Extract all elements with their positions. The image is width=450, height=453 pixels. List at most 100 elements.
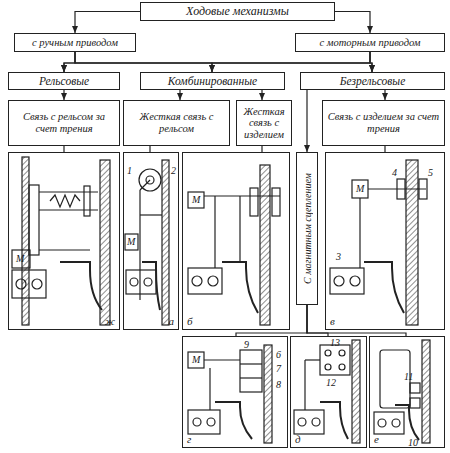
- illustration-panel: б: [182, 152, 290, 330]
- panel-letter: д: [295, 434, 301, 445]
- welding-torch: [222, 262, 258, 313]
- connector-arrow: [384, 90, 385, 100]
- node-text: с ручным приводом: [32, 37, 118, 49]
- workpiece: [352, 340, 360, 443]
- connector-arrow: [64, 52, 75, 72]
- motor-box: [188, 352, 204, 368]
- roller: [419, 179, 427, 199]
- class-box: Ходовые механизмы: [140, 2, 335, 21]
- wheel-box: [12, 270, 46, 298]
- callout-number: 2: [171, 166, 176, 176]
- magnetic-track: [320, 345, 350, 375]
- wheel-box: [188, 410, 220, 434]
- node-text: Жесткая связь с рельсом: [126, 111, 227, 134]
- wheel-box: [188, 268, 222, 294]
- rail: [22, 157, 29, 325]
- motor-label: М: [192, 195, 200, 205]
- wheel: [334, 276, 344, 286]
- wheel-box: [294, 410, 324, 434]
- wheel: [193, 418, 201, 426]
- callout-number: 5: [428, 168, 433, 178]
- node-text: С магнитным сцеплением: [302, 173, 313, 284]
- motor-box: [188, 192, 204, 208]
- callout-number: 10: [408, 438, 418, 448]
- node-text: с моторным приводом: [319, 37, 420, 49]
- frame-bar: [359, 198, 360, 268]
- workpiece: [406, 160, 418, 325]
- connector-arrow: [63, 90, 64, 100]
- connector-line: [384, 146, 385, 152]
- track-roller: [339, 364, 345, 370]
- welding-torch: [395, 405, 419, 440]
- wheel: [312, 418, 320, 426]
- class-box: Рельсовые: [8, 72, 120, 90]
- node-text: Жесткая связь с изделием: [239, 106, 289, 141]
- class-box: Жесткая связь с изделием: [236, 100, 292, 146]
- track-roller: [325, 364, 331, 370]
- connector-arrow: [75, 52, 372, 72]
- class-box: Комбинированные: [140, 72, 285, 90]
- mechanism-sketches: [12, 157, 430, 443]
- wheel: [16, 279, 26, 289]
- connector-line: [307, 305, 406, 336]
- wheel: [298, 418, 306, 426]
- motor-box: [352, 180, 368, 198]
- node-text: Связь с рельсом за счет трения: [11, 111, 117, 134]
- frame-bar: [209, 368, 210, 410]
- connector-arrow: [64, 52, 370, 72]
- motor-label: М: [192, 355, 200, 365]
- wheel: [350, 276, 360, 286]
- connector-arrow: [261, 90, 262, 100]
- node-text: Комбинированные: [168, 75, 257, 88]
- motor-label: М: [356, 184, 364, 194]
- track-roller: [339, 350, 345, 356]
- welding-torch: [215, 402, 252, 439]
- vertical-box: С магнитным сцеплением: [296, 152, 318, 305]
- wheel: [32, 279, 42, 289]
- class-box: с моторным приводом: [295, 33, 445, 52]
- workpiece: [100, 160, 110, 325]
- connector-arrow: [75, 12, 140, 34]
- wheel-box: [374, 412, 404, 434]
- connector-arrow: [212, 52, 370, 72]
- magnet-divider: [240, 377, 262, 378]
- carriage-plate: [29, 185, 39, 255]
- rail-wheel: [139, 169, 161, 191]
- connector-arrow: [306, 90, 307, 152]
- wheel: [192, 276, 202, 286]
- arm: [140, 214, 162, 215]
- connector-line: [236, 305, 307, 336]
- frame-bar: [140, 180, 150, 190]
- arm: [39, 209, 98, 210]
- motor-label: М: [127, 237, 135, 247]
- node-text: Рельсовые: [39, 75, 89, 88]
- frame-bar: [239, 196, 240, 262]
- connector-line: [261, 146, 262, 152]
- frame-bar: [304, 360, 305, 410]
- motor-box: [12, 250, 30, 268]
- callout-number: 1: [127, 166, 132, 176]
- callout-number: 13: [330, 338, 340, 348]
- connector-arrow: [75, 52, 212, 72]
- callout-number: 6: [276, 350, 281, 360]
- spring-symbol: [50, 195, 80, 207]
- wheel: [144, 278, 152, 286]
- wheel-box: [330, 268, 364, 294]
- welding-torch: [142, 262, 160, 310]
- roller: [397, 179, 405, 199]
- workpiece: [260, 165, 270, 325]
- rail: [162, 160, 169, 325]
- connector-arrow: [335, 12, 370, 34]
- motor-box: [125, 234, 138, 250]
- wheel: [208, 276, 218, 286]
- connector-line: [149, 146, 150, 152]
- callout-number: 8: [276, 380, 281, 390]
- arm: [204, 359, 240, 360]
- magnet-block: [240, 350, 262, 392]
- frame-bar: [139, 190, 140, 300]
- panel-letter: в: [330, 316, 335, 327]
